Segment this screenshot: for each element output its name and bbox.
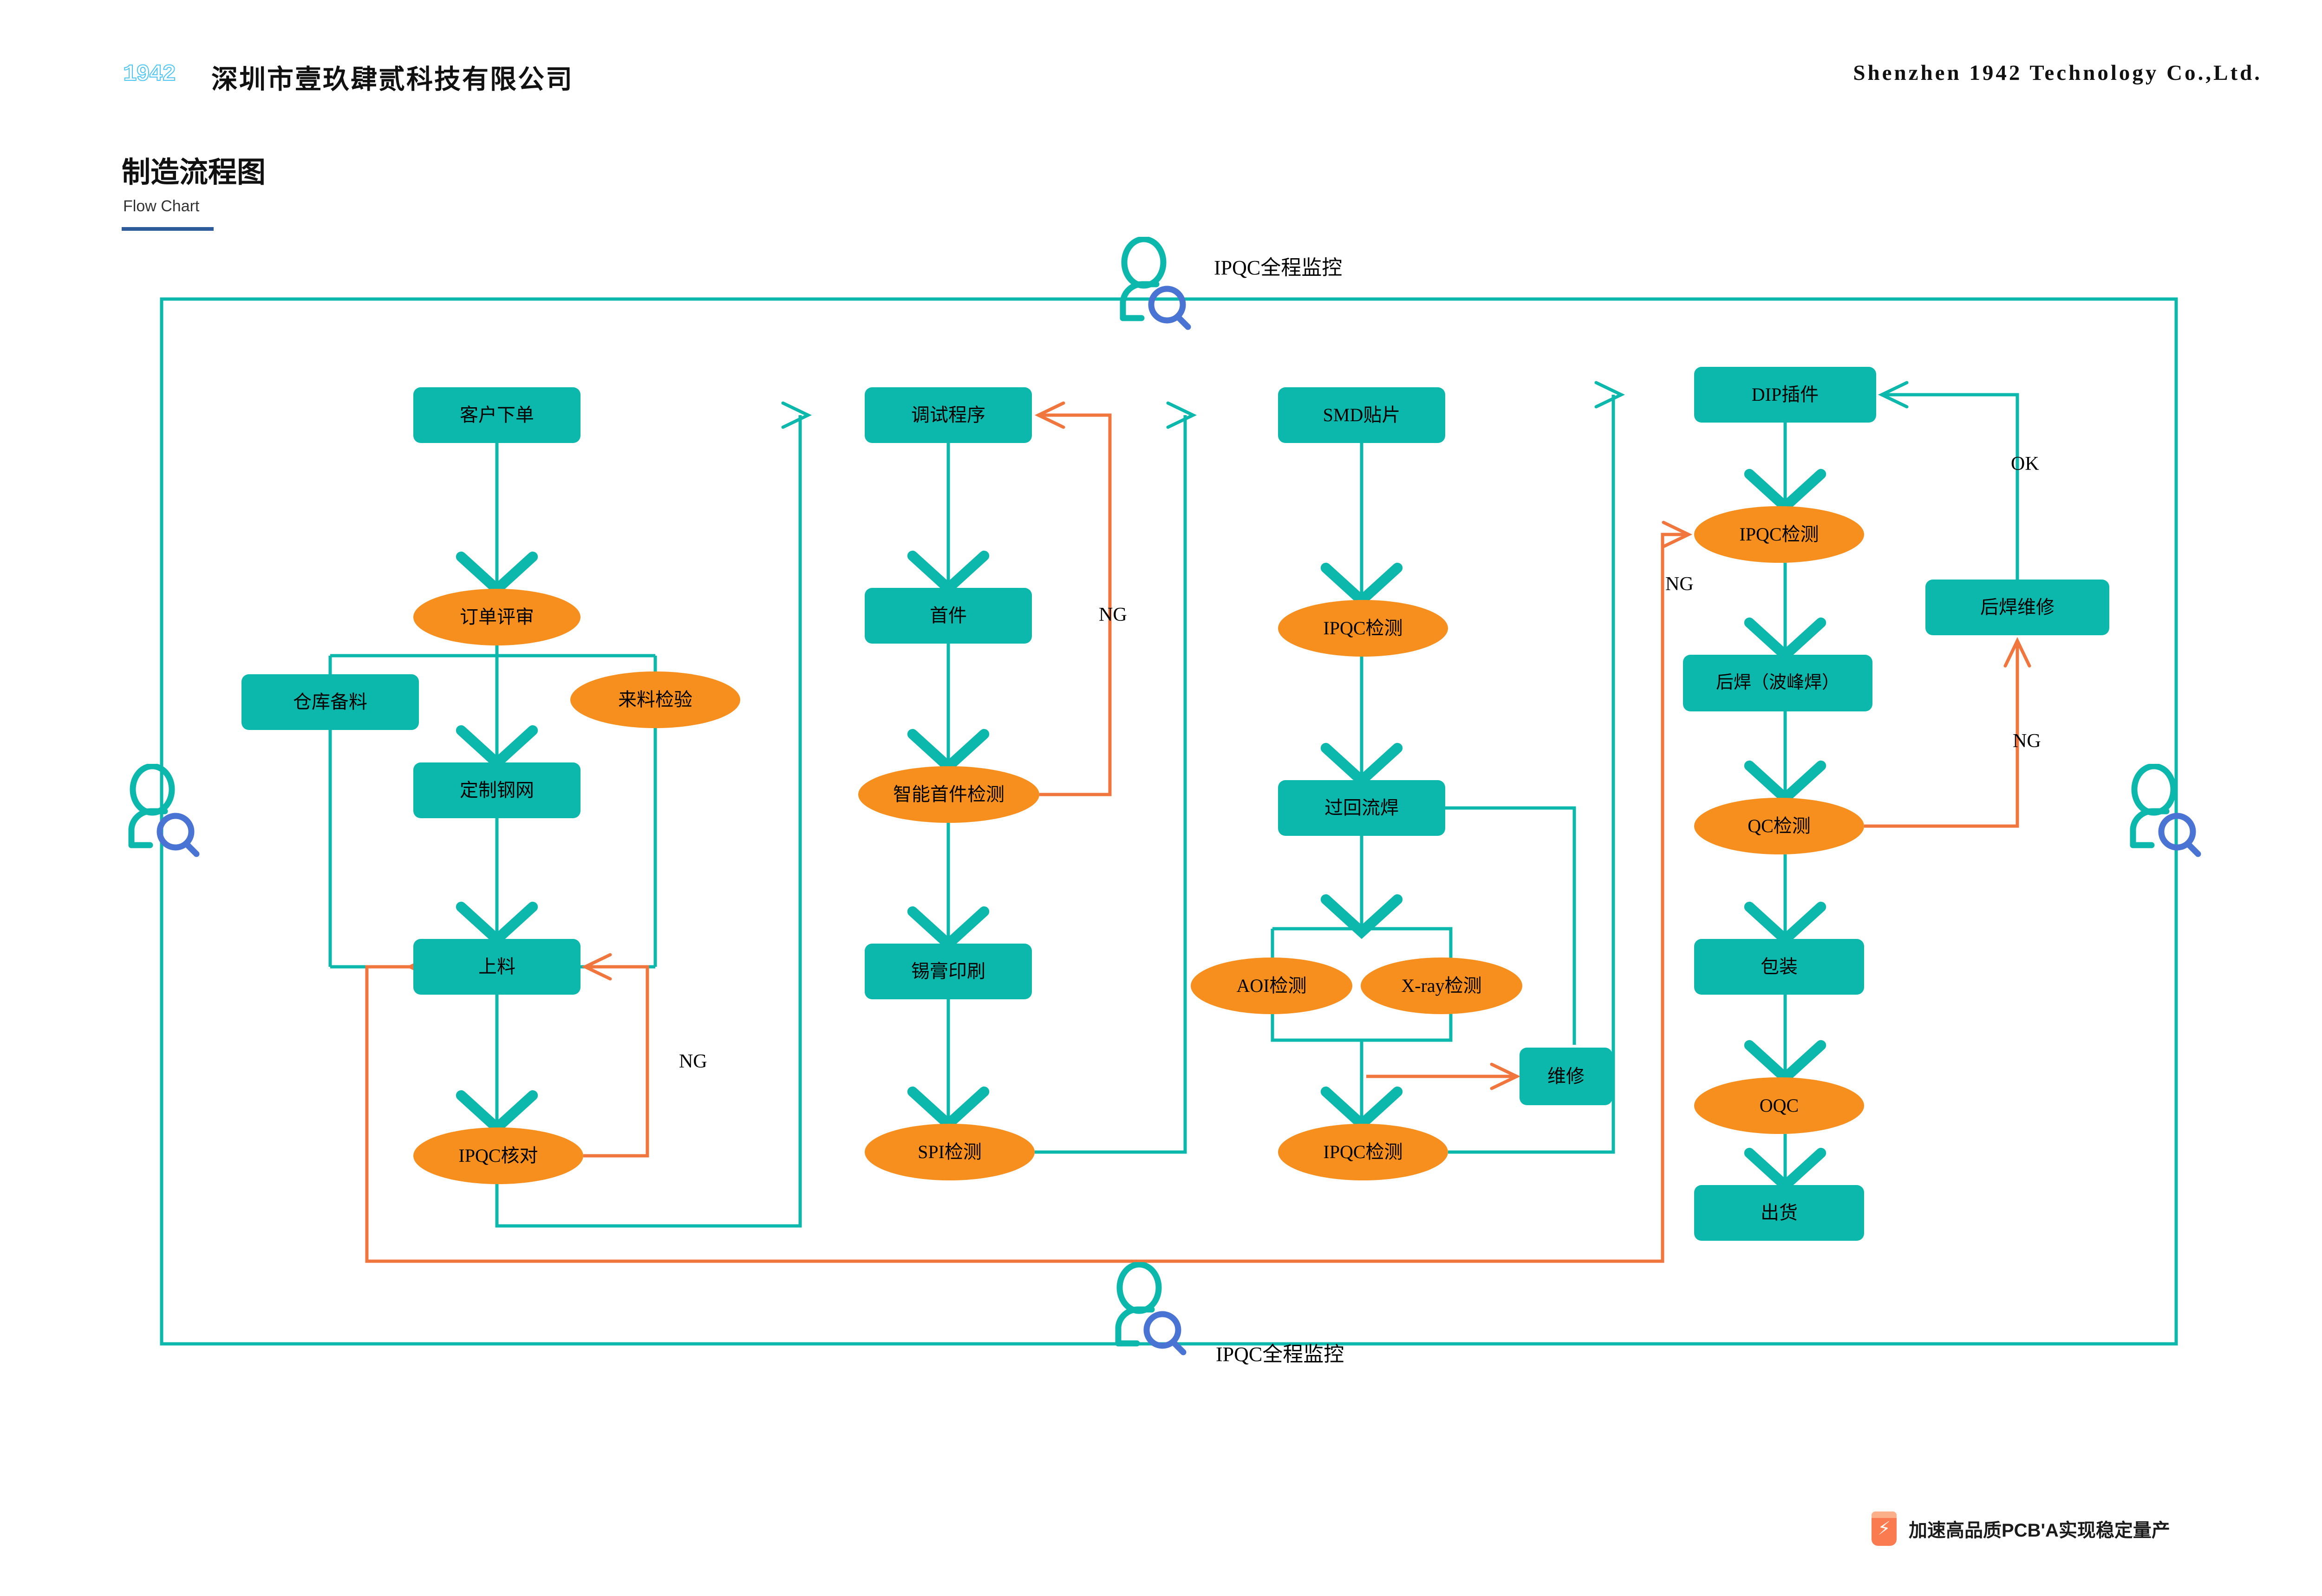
company-name-chinese: 深圳市壹玖肆贰科技有限公司 xyxy=(211,65,574,94)
footer-tagline-badge: ⚡ 加速高品质PCB'A实现稳定量产 xyxy=(1872,1511,2170,1546)
ipqc-monitor-icon-top xyxy=(1120,237,1191,330)
flow-node-debug-program[interactable]: 调试程序 xyxy=(865,387,1032,443)
page-subtitle: Flow Chart xyxy=(123,197,200,215)
flow-node-oqc[interactable]: OQC xyxy=(1694,1077,1864,1134)
flow-node-shipment[interactable]: 出货 xyxy=(1694,1185,1864,1241)
company-logo-1942: 1942 xyxy=(123,61,176,88)
flow-node-qc-inspection[interactable]: QC检测 xyxy=(1694,798,1864,854)
flow-node-dip-insertion[interactable]: DIP插件 xyxy=(1694,367,1876,423)
edge-label-ng-ipqc-verify: NG xyxy=(679,1051,707,1072)
flow-node-reflow-soldering[interactable]: 过回流焊 xyxy=(1278,780,1445,836)
ipqc-monitor-icon-left xyxy=(128,764,200,857)
flow-node-custom-stencil[interactable]: 定制钢网 xyxy=(413,762,580,818)
flow-node-incoming-inspection[interactable]: 来料检验 xyxy=(570,671,740,728)
flow-node-spi-inspection[interactable]: SPI检测 xyxy=(865,1124,1035,1180)
ipqc-monitor-icon-bottom xyxy=(1115,1262,1187,1355)
flow-node-ipqc-inspection-dip[interactable]: IPQC检测 xyxy=(1694,506,1864,563)
edge-label-ng-qc: NG xyxy=(2013,730,2041,752)
ipqc-monitor-label-bottom: IPQC全程监控 xyxy=(1216,1343,1344,1366)
company-name-english: Shenzhen 1942 Technology Co.,Ltd. xyxy=(1853,61,2262,85)
flow-node-first-article[interactable]: 首件 xyxy=(865,588,1032,644)
flow-node-smd-placement[interactable]: SMD贴片 xyxy=(1278,387,1445,443)
page-header: 1942 深圳市壹玖肆贰科技有限公司 Shenzhen 1942 Technol… xyxy=(0,0,2322,130)
edge-label-ng-first-article: NG xyxy=(1099,604,1127,625)
flow-node-packaging[interactable]: 包装 xyxy=(1694,939,1864,995)
flow-node-loading[interactable]: 上料 xyxy=(413,939,580,995)
edge-label-ng-ipqc-dip: NG xyxy=(1665,573,1694,595)
flow-node-wave-soldering[interactable]: 后焊（波峰焊） xyxy=(1683,655,1872,711)
edge-label-ok-post-repair: OK xyxy=(2011,453,2039,475)
flow-node-solder-paste-printing[interactable]: 锡膏印刷 xyxy=(865,944,1032,999)
flow-node-xray-inspection[interactable]: X-ray检测 xyxy=(1361,958,1522,1014)
flow-node-aoi-inspection[interactable]: AOI检测 xyxy=(1191,958,1352,1014)
ipqc-monitor-label-top: IPQC全程监控 xyxy=(1214,256,1343,279)
ipqc-monitor-icon-right xyxy=(2130,764,2201,857)
flow-node-ipqc-inspection-smd[interactable]: IPQC检测 xyxy=(1278,600,1448,657)
title-underline-rule xyxy=(122,227,214,231)
flow-node-order-review[interactable]: 订单评审 xyxy=(413,589,580,645)
flow-node-ipqc-verify[interactable]: IPQC核对 xyxy=(413,1127,583,1184)
lightning-bolt-icon: ⚡ xyxy=(1872,1511,1897,1546)
flow-node-smart-first-article-inspection[interactable]: 智能首件检测 xyxy=(858,766,1039,823)
page-title: 制造流程图 xyxy=(122,156,266,189)
flow-node-repair[interactable]: 维修 xyxy=(1520,1048,1612,1105)
flow-node-customer-order[interactable]: 客户下单 xyxy=(413,387,580,443)
footer-tagline-text: 加速高品质PCB'A实现稳定量产 xyxy=(1909,1520,2170,1541)
flow-node-ipqc-inspection-post-aoi[interactable]: IPQC检测 xyxy=(1278,1124,1448,1180)
flow-node-post-solder-repair[interactable]: 后焊维修 xyxy=(1925,580,2109,635)
flow-node-warehouse-prep[interactable]: 仓库备料 xyxy=(241,674,419,730)
